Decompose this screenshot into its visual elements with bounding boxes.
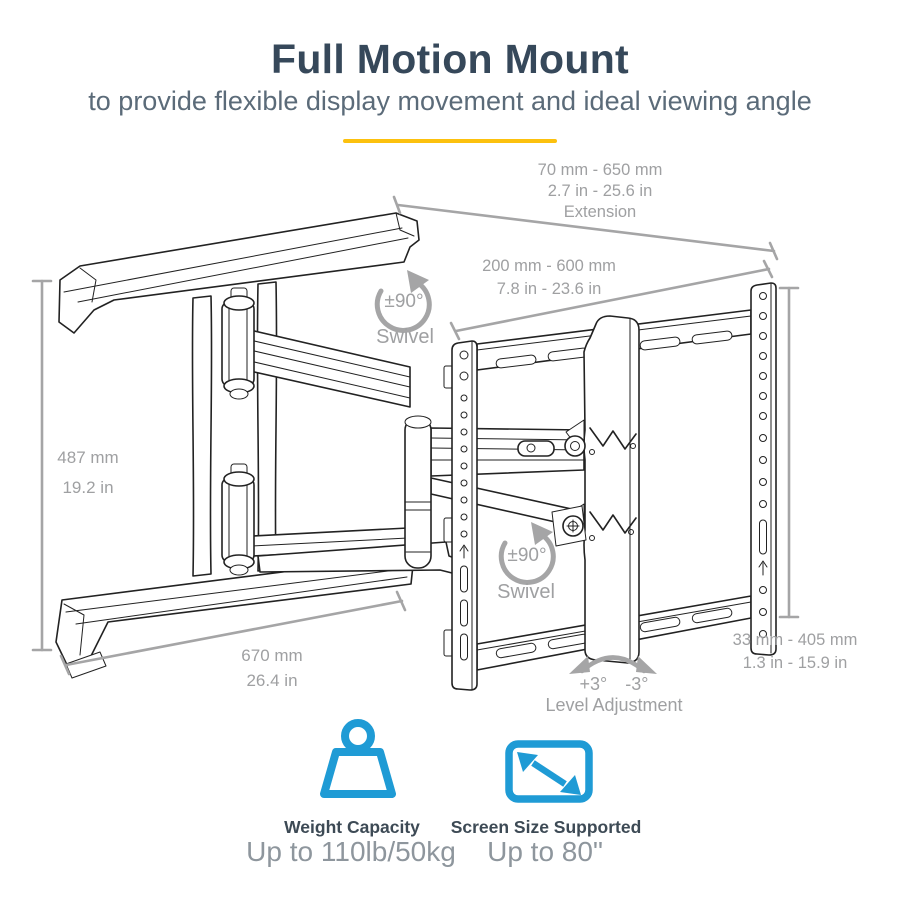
yellow-divider <box>343 139 557 143</box>
weight-icon <box>320 719 396 798</box>
swivel-top-label: Swivel <box>376 326 434 348</box>
level-adjustment-arrow-icon <box>569 655 657 674</box>
length-dimension-line <box>59 590 407 676</box>
swivel-bottom-label: Swivel <box>497 581 555 603</box>
dimension-horizontal-range-label: 200 mm - 600 mm 7.8 in - 23.6 in <box>482 255 616 301</box>
dimension-lines <box>31 195 800 676</box>
extension-metric: 70 mm - 650 mm <box>537 161 663 179</box>
horizontal-range-imperial: 7.8 in - 23.6 in <box>496 280 602 298</box>
page-subtitle: to provide flexible display movement and… <box>88 86 812 116</box>
vertical-range-dimension-line <box>778 286 800 619</box>
level-plus: +3° <box>579 674 608 694</box>
dimension-height-label: 487 mm 19.2 in <box>57 443 118 503</box>
length-metric: 670 mm <box>241 646 303 665</box>
height-metric: 487 mm <box>57 448 119 467</box>
height-dimension-line <box>31 279 53 652</box>
center-tilt-bracket <box>561 315 640 664</box>
height-imperial: 19.2 in <box>62 478 114 497</box>
screen-size-icon <box>505 740 593 803</box>
level-minus: -3° <box>625 674 649 694</box>
vertical-range-imperial: 1.3 in - 15.9 in <box>742 654 848 672</box>
dimension-extension-label: 70 mm - 650 mm 2.7 in - 25.6 in Extensio… <box>538 160 663 223</box>
weight-capacity-value: Up to 110lb/50kg <box>246 836 456 867</box>
extension-caption: Extension <box>563 203 637 221</box>
wall-plate-drawing <box>443 282 777 691</box>
dimension-vertical-range-label: 33 mm - 405 mm 1.3 in - 15.9 in <box>733 629 858 675</box>
extension-dimension-line <box>392 195 779 261</box>
vertical-range-metric: 33 mm - 405 mm <box>732 631 858 649</box>
screen-size-value: Up to 80" <box>487 836 603 867</box>
weight-capacity-title: Weight Capacity <box>284 817 420 837</box>
display-hinge-top <box>221 287 255 400</box>
length-imperial: 26.4 in <box>246 671 298 690</box>
extension-imperial: 2.7 in - 25.6 in <box>547 182 653 200</box>
swivel-bottom-angle: ±90° <box>507 545 547 566</box>
display-hinge-bottom <box>221 463 255 576</box>
swivel-top-angle: ±90° <box>384 291 424 312</box>
swivel-arrow-icon-bottom <box>498 522 556 585</box>
wall-rail-right <box>750 282 777 656</box>
page-title: Full Motion Mount <box>270 36 630 82</box>
level-adjustment-label: Level Adjustment <box>545 695 683 715</box>
wall-rail-left <box>443 340 478 691</box>
horizontal-range-metric: 200 mm - 600 mm <box>482 257 616 275</box>
elbow-joint-cylinder <box>404 415 432 569</box>
swivel-arrow-icon-top <box>374 270 432 333</box>
arm-clamp-bolts <box>517 435 587 547</box>
level-adjustment-degrees: +3° -3° <box>580 674 649 695</box>
dimension-length-label: 670 mm 26.4 in <box>241 643 302 693</box>
horizontal-range-dimension-line <box>449 259 774 341</box>
screen-size-title: Screen Size Supported <box>450 817 642 837</box>
